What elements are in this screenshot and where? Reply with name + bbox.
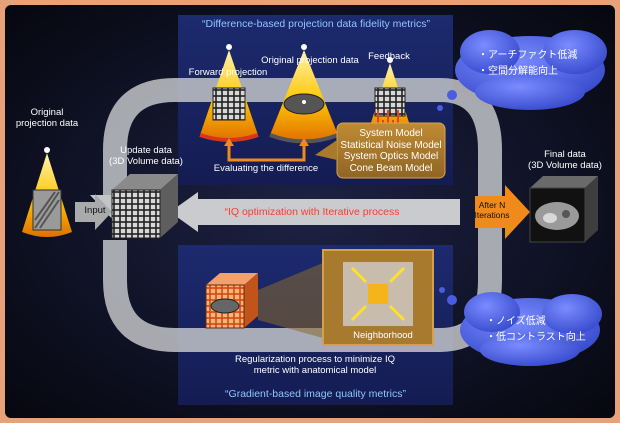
final-data-label: Final data (3D Volume data): [528, 149, 602, 171]
output-arrow: [475, 185, 530, 239]
final-cube-top: [530, 176, 598, 188]
cloud-top-item: ・空間分解能向上: [478, 66, 558, 77]
feedback-grid: [374, 87, 406, 117]
final-ct-body: [535, 202, 579, 230]
final-ct-organ: [543, 213, 557, 223]
after-n-iterations-label: After N Iterations: [474, 200, 510, 220]
iq-optimization-label: “IQ optimization with Iterative process: [224, 206, 400, 218]
cloud-top-item: ・アーチファクト低減: [478, 50, 578, 61]
reg-object: [210, 298, 240, 314]
cloud-bottom: [439, 287, 602, 366]
update-cube-side: [160, 174, 178, 238]
cloud-top: [437, 30, 607, 111]
model-item: Statistical Noise Model: [340, 139, 442, 151]
evaluating-arrow-left: [224, 138, 234, 146]
left-projection-pattern: [34, 191, 60, 229]
cloud-bottom-text: ・ノイズ低減 ・低コントラスト向上: [486, 314, 596, 346]
neighborhood-label: Neighborhood: [353, 330, 413, 341]
evaluating-bracket: [227, 140, 306, 162]
source-point-original: [301, 44, 307, 50]
source-point-forward: [226, 44, 232, 50]
cloud-top-text: ・アーチファクト低減 ・空間分解能向上: [478, 48, 588, 80]
model-item: Cone Beam Model: [349, 162, 433, 174]
source-point-left: [44, 147, 50, 153]
original-projection-label: Original projection data: [261, 55, 359, 66]
forward-projection-label: Forward projection: [188, 67, 268, 78]
model-box-tail: [315, 140, 337, 160]
bottom-title: “Gradient-based image quality metrics”: [225, 388, 406, 400]
feedback-arrows: [377, 110, 399, 128]
update-cube-front: [111, 189, 161, 239]
input-label: Input: [84, 205, 106, 216]
iq-arrow-head: [170, 192, 198, 232]
iq-arrow-body: [195, 199, 460, 225]
source-point-feedback: [387, 57, 393, 63]
original-left-label: Original projection data: [15, 107, 79, 129]
neighborhood-center: [368, 284, 388, 304]
feedback-label: Feedback: [368, 51, 410, 62]
reg-cube-top: [206, 273, 258, 285]
final-cube-side: [585, 176, 598, 242]
regularization-label: Regularization process to minimize IQ me…: [235, 354, 395, 376]
reg-cube-side: [244, 273, 258, 328]
forward-grid: [212, 87, 246, 121]
neighborhood-arrows: [350, 266, 406, 322]
original-object-marker: [302, 100, 306, 104]
evaluating-label: Evaluating the difference: [213, 163, 319, 174]
top-title: “Difference-based projection data fideli…: [202, 18, 430, 30]
neighborhood-beam: [258, 260, 330, 340]
final-ct-spot: [562, 210, 570, 218]
update-data-label: Update data (3D Volume data): [109, 145, 183, 167]
model-item: System Optics Model: [343, 151, 439, 162]
cloud-bottom-item: ・ノイズ低減: [486, 316, 546, 327]
input-arrow: [75, 194, 112, 230]
model-list: System Model Statistical Noise Model Sys…: [337, 128, 445, 174]
evaluating-arrow-right: [299, 138, 309, 146]
update-cube-top: [112, 174, 178, 190]
cloud-bottom-item: ・低コントラスト向上: [486, 332, 586, 343]
model-item: System Model: [359, 128, 423, 139]
